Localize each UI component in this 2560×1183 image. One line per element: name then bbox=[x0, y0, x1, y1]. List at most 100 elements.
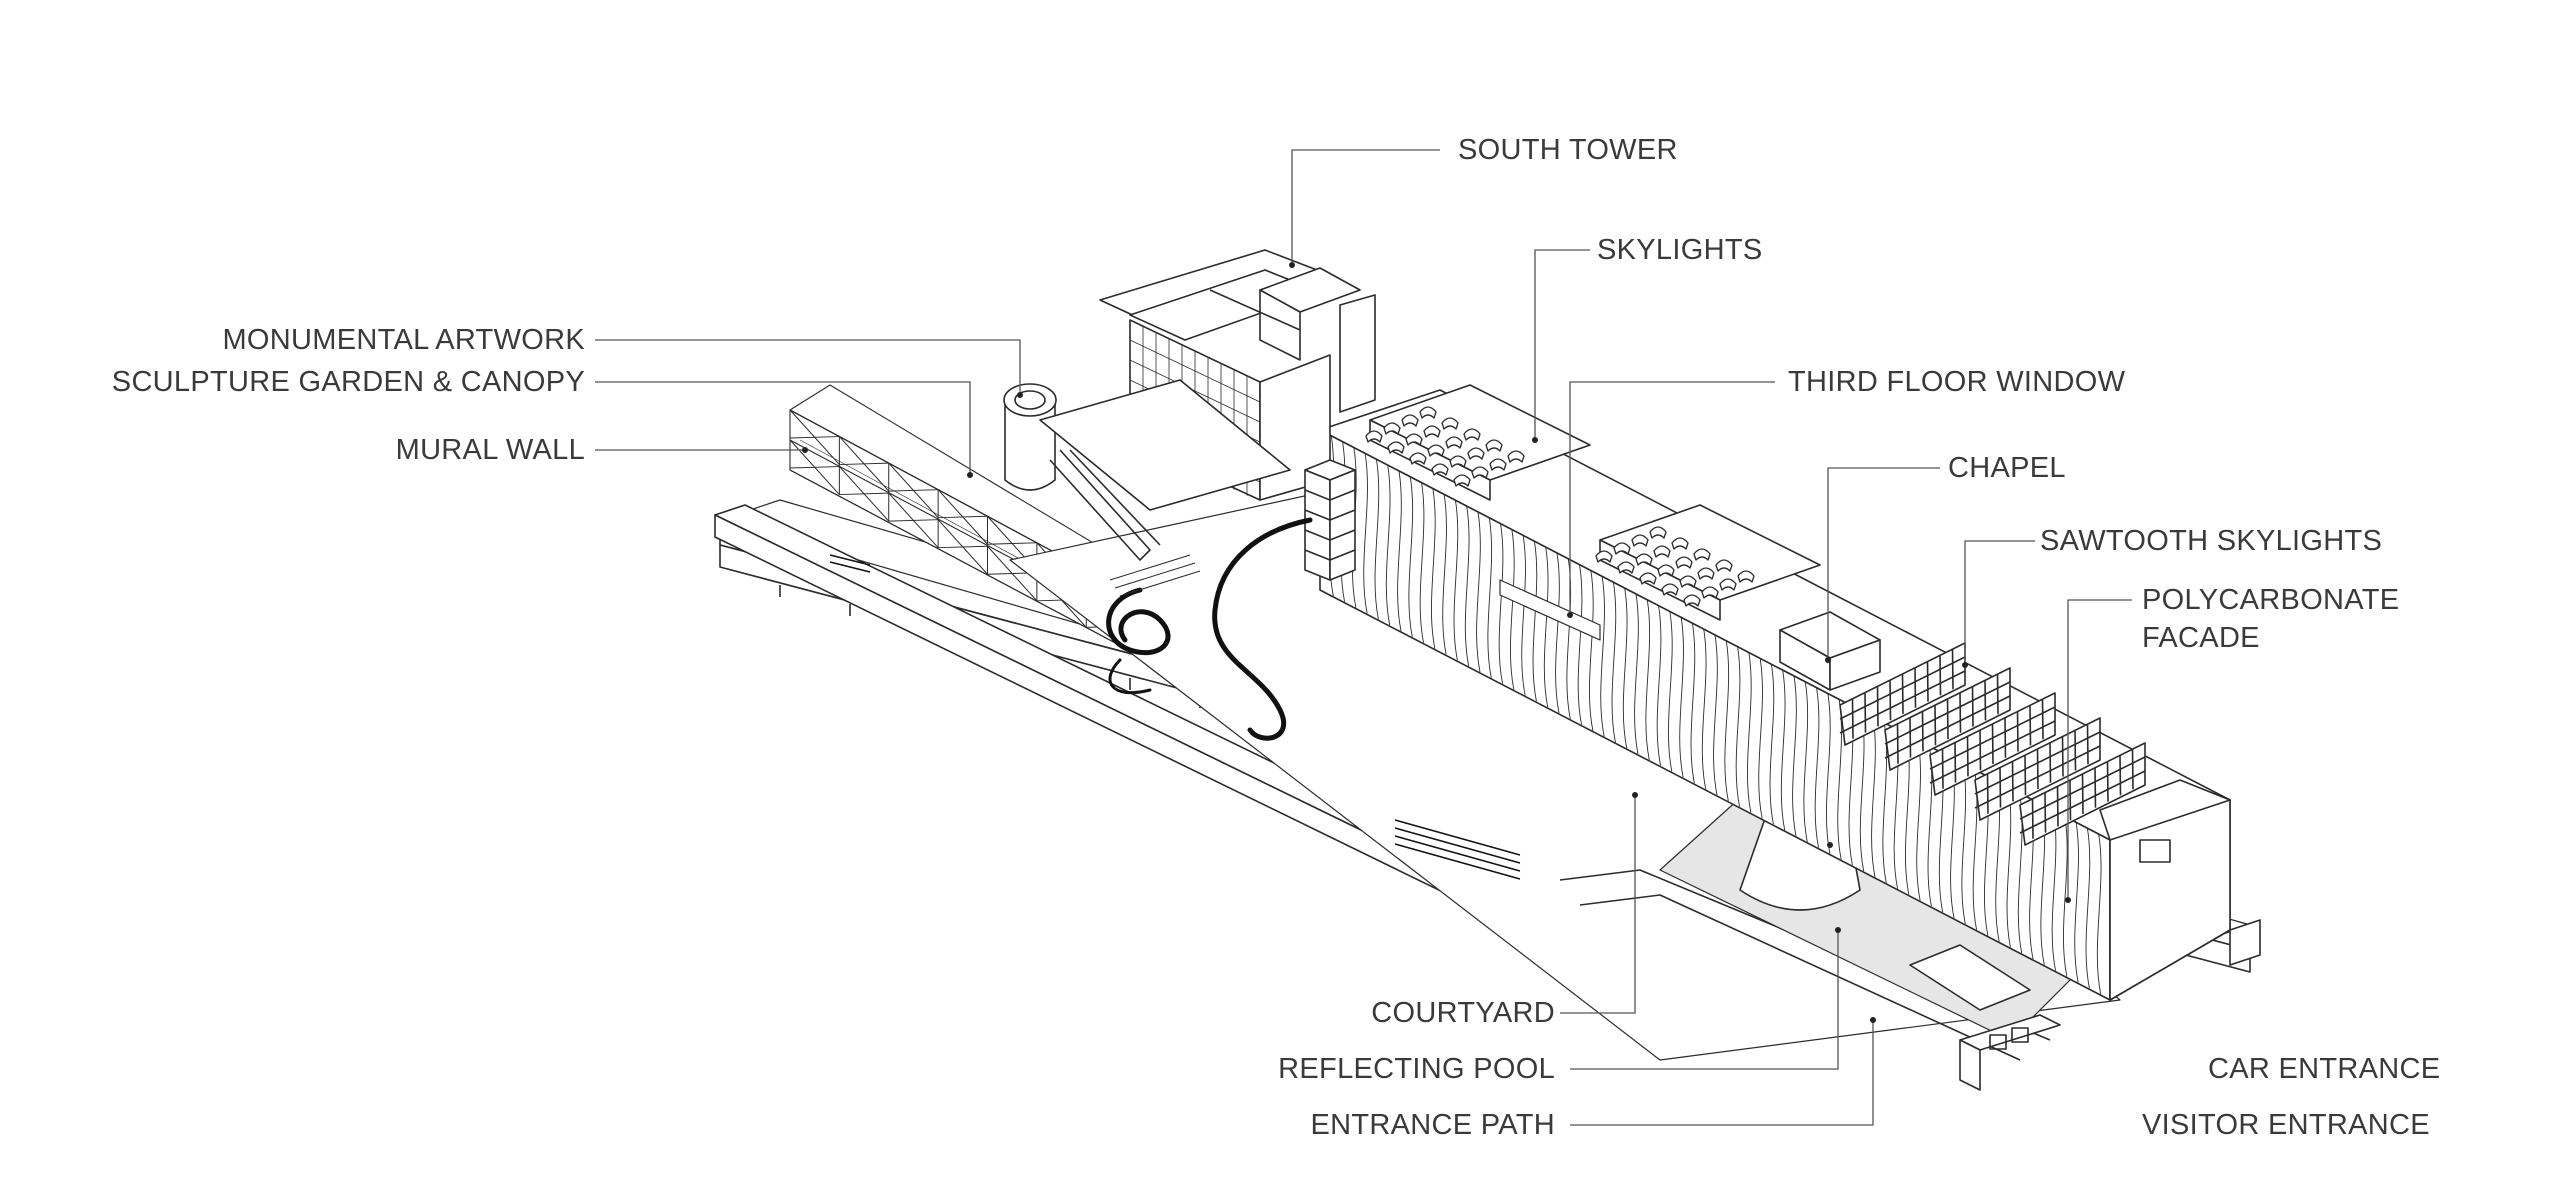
facade-fin bbox=[1826, 693, 1831, 854]
third-floor-window-band bbox=[1499, 579, 1601, 641]
facade-fin bbox=[1385, 465, 1391, 626]
label-car-entrance: CAR ENTRANCE bbox=[2208, 1053, 2441, 1085]
facade-fin bbox=[1814, 687, 1820, 848]
label-entrance-path: ENTRANCE PATH bbox=[1310, 1109, 1555, 1141]
truss-brace bbox=[938, 545, 988, 549]
facade-fin bbox=[1803, 681, 1809, 842]
end-block bbox=[2099, 779, 2261, 1001]
skylight-cell bbox=[1401, 414, 1419, 427]
skylight-cell bbox=[1635, 553, 1653, 566]
skylight-cell bbox=[1701, 586, 1719, 599]
facade-fin bbox=[1690, 623, 1696, 784]
leader-chapel bbox=[1827, 467, 1940, 660]
facade-fin bbox=[1622, 588, 1628, 749]
skylight-grid bbox=[1365, 406, 1755, 607]
tower-transom bbox=[1129, 339, 1261, 403]
skylight-cell bbox=[1507, 450, 1525, 463]
facade-fin bbox=[1431, 488, 1436, 649]
elevator-tower bbox=[1304, 459, 1356, 581]
label-third-floor-window: THIRD FLOOR WINDOW bbox=[1788, 366, 2126, 398]
chapel-box bbox=[1779, 611, 1881, 691]
facade-fin bbox=[1408, 476, 1414, 637]
skylight-cell bbox=[1679, 575, 1697, 588]
label-south-tower: SOUTH TOWER bbox=[1458, 134, 1678, 166]
skylight-cell bbox=[1683, 594, 1701, 607]
facade-fin bbox=[1453, 500, 1459, 661]
label-chapel: CHAPEL bbox=[1948, 452, 2066, 484]
facade-fin bbox=[1961, 763, 1967, 924]
skylight-cell bbox=[1387, 441, 1405, 454]
label-visitor-entrance: VISITOR ENTRANCE bbox=[2142, 1109, 2430, 1141]
facade-fin bbox=[2074, 822, 2079, 983]
skylight-cell bbox=[1449, 455, 1467, 468]
skylight-cell bbox=[1423, 425, 1441, 438]
sawtooth-unit bbox=[1839, 642, 1966, 746]
truss-brace bbox=[888, 489, 939, 492]
skylight-cell bbox=[1419, 406, 1437, 419]
facade-fin bbox=[1758, 658, 1763, 819]
skylight-cell bbox=[1463, 428, 1481, 441]
truss-brace bbox=[938, 515, 988, 519]
truss-brace bbox=[789, 466, 840, 469]
skylight-cell bbox=[1489, 458, 1507, 471]
facade-fin bbox=[1374, 459, 1380, 620]
leader-dots bbox=[802, 262, 2071, 1023]
facade-fin bbox=[1543, 547, 1549, 708]
skylight-cell bbox=[1631, 534, 1649, 547]
sawtooth-unit bbox=[1884, 667, 2011, 771]
skylight-cell bbox=[1383, 422, 1401, 435]
label-mural-wall: MURAL WALL bbox=[395, 434, 585, 466]
label-monumental-artwork: MONUMENTAL ARTWORK bbox=[222, 324, 585, 356]
leader-sculpture-garden bbox=[595, 381, 971, 475]
label-polycarbonate-line2: FACADE bbox=[2142, 622, 2260, 654]
leader-courtyard bbox=[1560, 795, 1636, 1014]
facade-fin bbox=[1769, 664, 1775, 825]
skylight-cell bbox=[1485, 439, 1503, 452]
facade-fins bbox=[1329, 435, 2102, 995]
skylight-cell bbox=[1427, 444, 1445, 457]
facade-fin bbox=[1916, 740, 1921, 901]
label-reflecting-pool: REFLECTING POOL bbox=[1278, 1053, 1555, 1085]
skylight-cell bbox=[1365, 430, 1383, 443]
leader-lines bbox=[595, 149, 2132, 1126]
facade-fin bbox=[1442, 494, 1447, 655]
leader-south-tower bbox=[1291, 149, 1440, 265]
sculpture-stair bbox=[1109, 554, 1201, 597]
facade-fin bbox=[1735, 646, 1741, 807]
label-polycarbonate-line1: POLYCARBONATE bbox=[2142, 584, 2400, 616]
leader-polycarbonate bbox=[2067, 599, 2132, 900]
skylight-cell bbox=[1675, 556, 1693, 569]
sawtooth-skylights bbox=[1839, 642, 2146, 846]
skylight-cell bbox=[1409, 452, 1427, 465]
label-courtyard: COURTYARD bbox=[1371, 997, 1555, 1029]
facade-fin bbox=[1487, 517, 1493, 678]
skylight-cell bbox=[1441, 417, 1459, 430]
skylight-cell bbox=[1467, 447, 1485, 460]
skylight-cell bbox=[1661, 583, 1679, 596]
facade-fin bbox=[1510, 529, 1515, 690]
truss-brace bbox=[839, 462, 889, 466]
helical-sculpture bbox=[1106, 517, 1313, 741]
facade-fin bbox=[1713, 634, 1718, 796]
skylight-cell bbox=[1671, 537, 1689, 550]
label-skylights: SKYLIGHTS bbox=[1597, 234, 1763, 266]
gate-structure bbox=[1959, 1014, 2061, 1091]
leader-skylights bbox=[1534, 249, 1590, 440]
skylight-cell bbox=[1453, 474, 1471, 487]
facade-fin bbox=[1792, 675, 1797, 837]
facade-fin bbox=[1645, 599, 1651, 760]
facade-fin bbox=[1656, 605, 1662, 766]
skylight-cell bbox=[1737, 570, 1755, 583]
truss-brace bbox=[839, 492, 889, 496]
mural-dark-panel bbox=[829, 554, 1521, 880]
facade-fin bbox=[1363, 453, 1368, 614]
sculpture-canopy bbox=[1039, 379, 1291, 561]
facade-fin bbox=[1476, 511, 1481, 673]
sawtooth-unit bbox=[1929, 692, 2056, 796]
facade-fin bbox=[2085, 828, 2091, 989]
skylight-cell bbox=[1697, 567, 1715, 580]
facade-fin bbox=[2096, 834, 2102, 995]
facade-fin bbox=[1634, 593, 1639, 755]
